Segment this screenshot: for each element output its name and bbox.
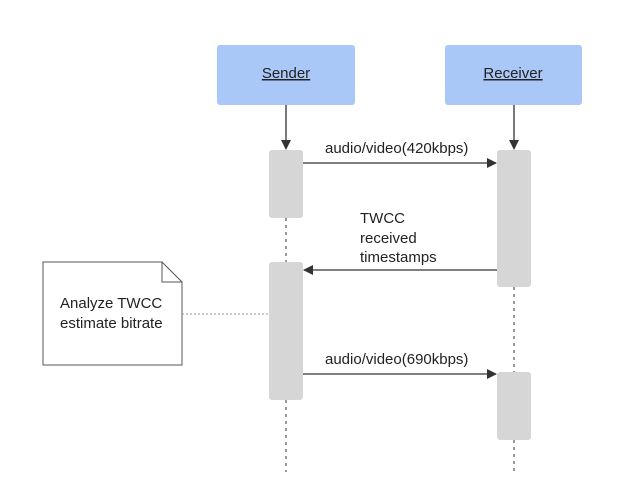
receiver-label: Receiver — [483, 65, 542, 82]
note-line-1: Analyze TWCC — [60, 295, 162, 312]
message-label-3: audio/video(690kbps) — [325, 351, 468, 368]
receiver-activation-1 — [497, 150, 531, 287]
note: Analyze TWCC estimate bitrate — [42, 261, 183, 366]
note-fold — [161, 262, 182, 283]
sender-activation-2 — [269, 262, 303, 400]
participant-receiver: Receiver — [445, 45, 582, 105]
message-label-1: audio/video(420kbps) — [325, 140, 468, 157]
message-label-2-line-2: received — [360, 230, 417, 247]
participant-sender: Sender — [217, 45, 355, 105]
receiver-activation-2 — [497, 372, 531, 440]
note-line-2: estimate bitrate — [60, 315, 163, 332]
message-label-2-line-3: timestamps — [360, 249, 437, 266]
sender-activation-1 — [269, 150, 303, 218]
message-label-2-line-1: TWCC — [360, 210, 405, 227]
note-shape — [42, 261, 183, 366]
sender-label: Sender — [262, 65, 310, 82]
